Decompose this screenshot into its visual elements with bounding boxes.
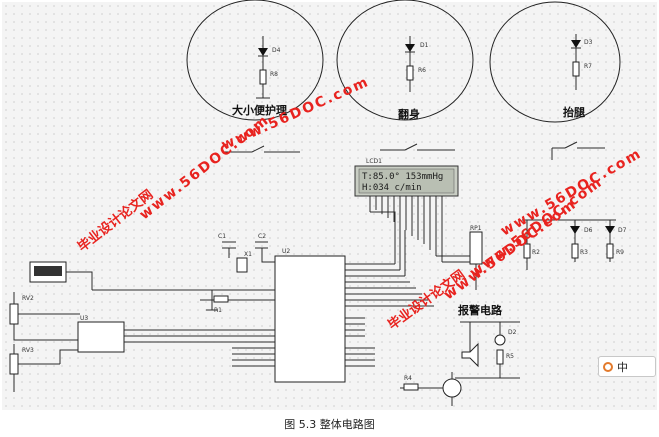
led-d3 <box>571 40 581 48</box>
label-d4: D4 <box>272 47 281 54</box>
label-d2: D2 <box>508 329 517 336</box>
zone-label-alarm: 报警电路 <box>458 303 503 317</box>
label-d6: D6 <box>584 227 593 234</box>
lcd-name: LCD1 <box>366 158 382 165</box>
figure-caption: 图 5.3 整体电路图 <box>284 418 375 431</box>
led-d4 <box>258 48 268 56</box>
led-d6 <box>570 226 580 234</box>
zone-label-size: 大小便护理 <box>232 103 287 117</box>
ime-indicator[interactable]: 中 <box>598 356 656 377</box>
label-d1: D1 <box>420 42 429 49</box>
lcd-line-2: H:034 c/min <box>362 183 422 193</box>
zone-circle-size <box>186 0 324 121</box>
zone-label-leg: 抬腿 <box>563 105 586 119</box>
led-d1 <box>405 44 415 52</box>
label-c1: C1 <box>218 233 226 240</box>
label-r4: R4 <box>404 375 412 382</box>
label-r6: R6 <box>418 67 426 74</box>
label-d3: D3 <box>584 39 593 46</box>
watermark-site-url-4: www.56DOC.com <box>441 196 580 303</box>
label-r5: R5 <box>506 353 514 360</box>
label-u2: U2 <box>282 248 290 255</box>
zone-circle-turn <box>336 0 474 121</box>
ime-label: 中 <box>617 360 628 374</box>
label-r9: R9 <box>616 249 624 256</box>
ime-logo-icon <box>603 361 613 372</box>
adc-u3 <box>77 321 125 353</box>
lcd-line-1: T:85.0° 153mmHg <box>362 172 443 182</box>
watermark-site-url-5: www.56DOC.com <box>498 145 645 239</box>
zone-label-turn: 翻身 <box>398 107 420 121</box>
label-u3: U3 <box>80 315 88 322</box>
label-r2: R2 <box>532 249 540 256</box>
label-r8: R8 <box>270 71 278 78</box>
mcu-u2 <box>274 255 346 383</box>
label-x1: X1 <box>244 251 252 258</box>
led-d7 <box>605 226 615 234</box>
label-c2: C2 <box>258 233 266 240</box>
label-d7: D7 <box>618 227 627 234</box>
label-r1: R1 <box>214 307 222 314</box>
label-r7: R7 <box>584 63 592 70</box>
label-rp1: RP1 <box>470 225 482 232</box>
transistor-q1 <box>442 378 462 398</box>
label-rv2: RV2 <box>22 295 34 302</box>
label-rv3: RV3 <box>22 347 34 354</box>
label-r3: R3 <box>580 249 588 256</box>
zone-circle-leg <box>489 1 621 123</box>
